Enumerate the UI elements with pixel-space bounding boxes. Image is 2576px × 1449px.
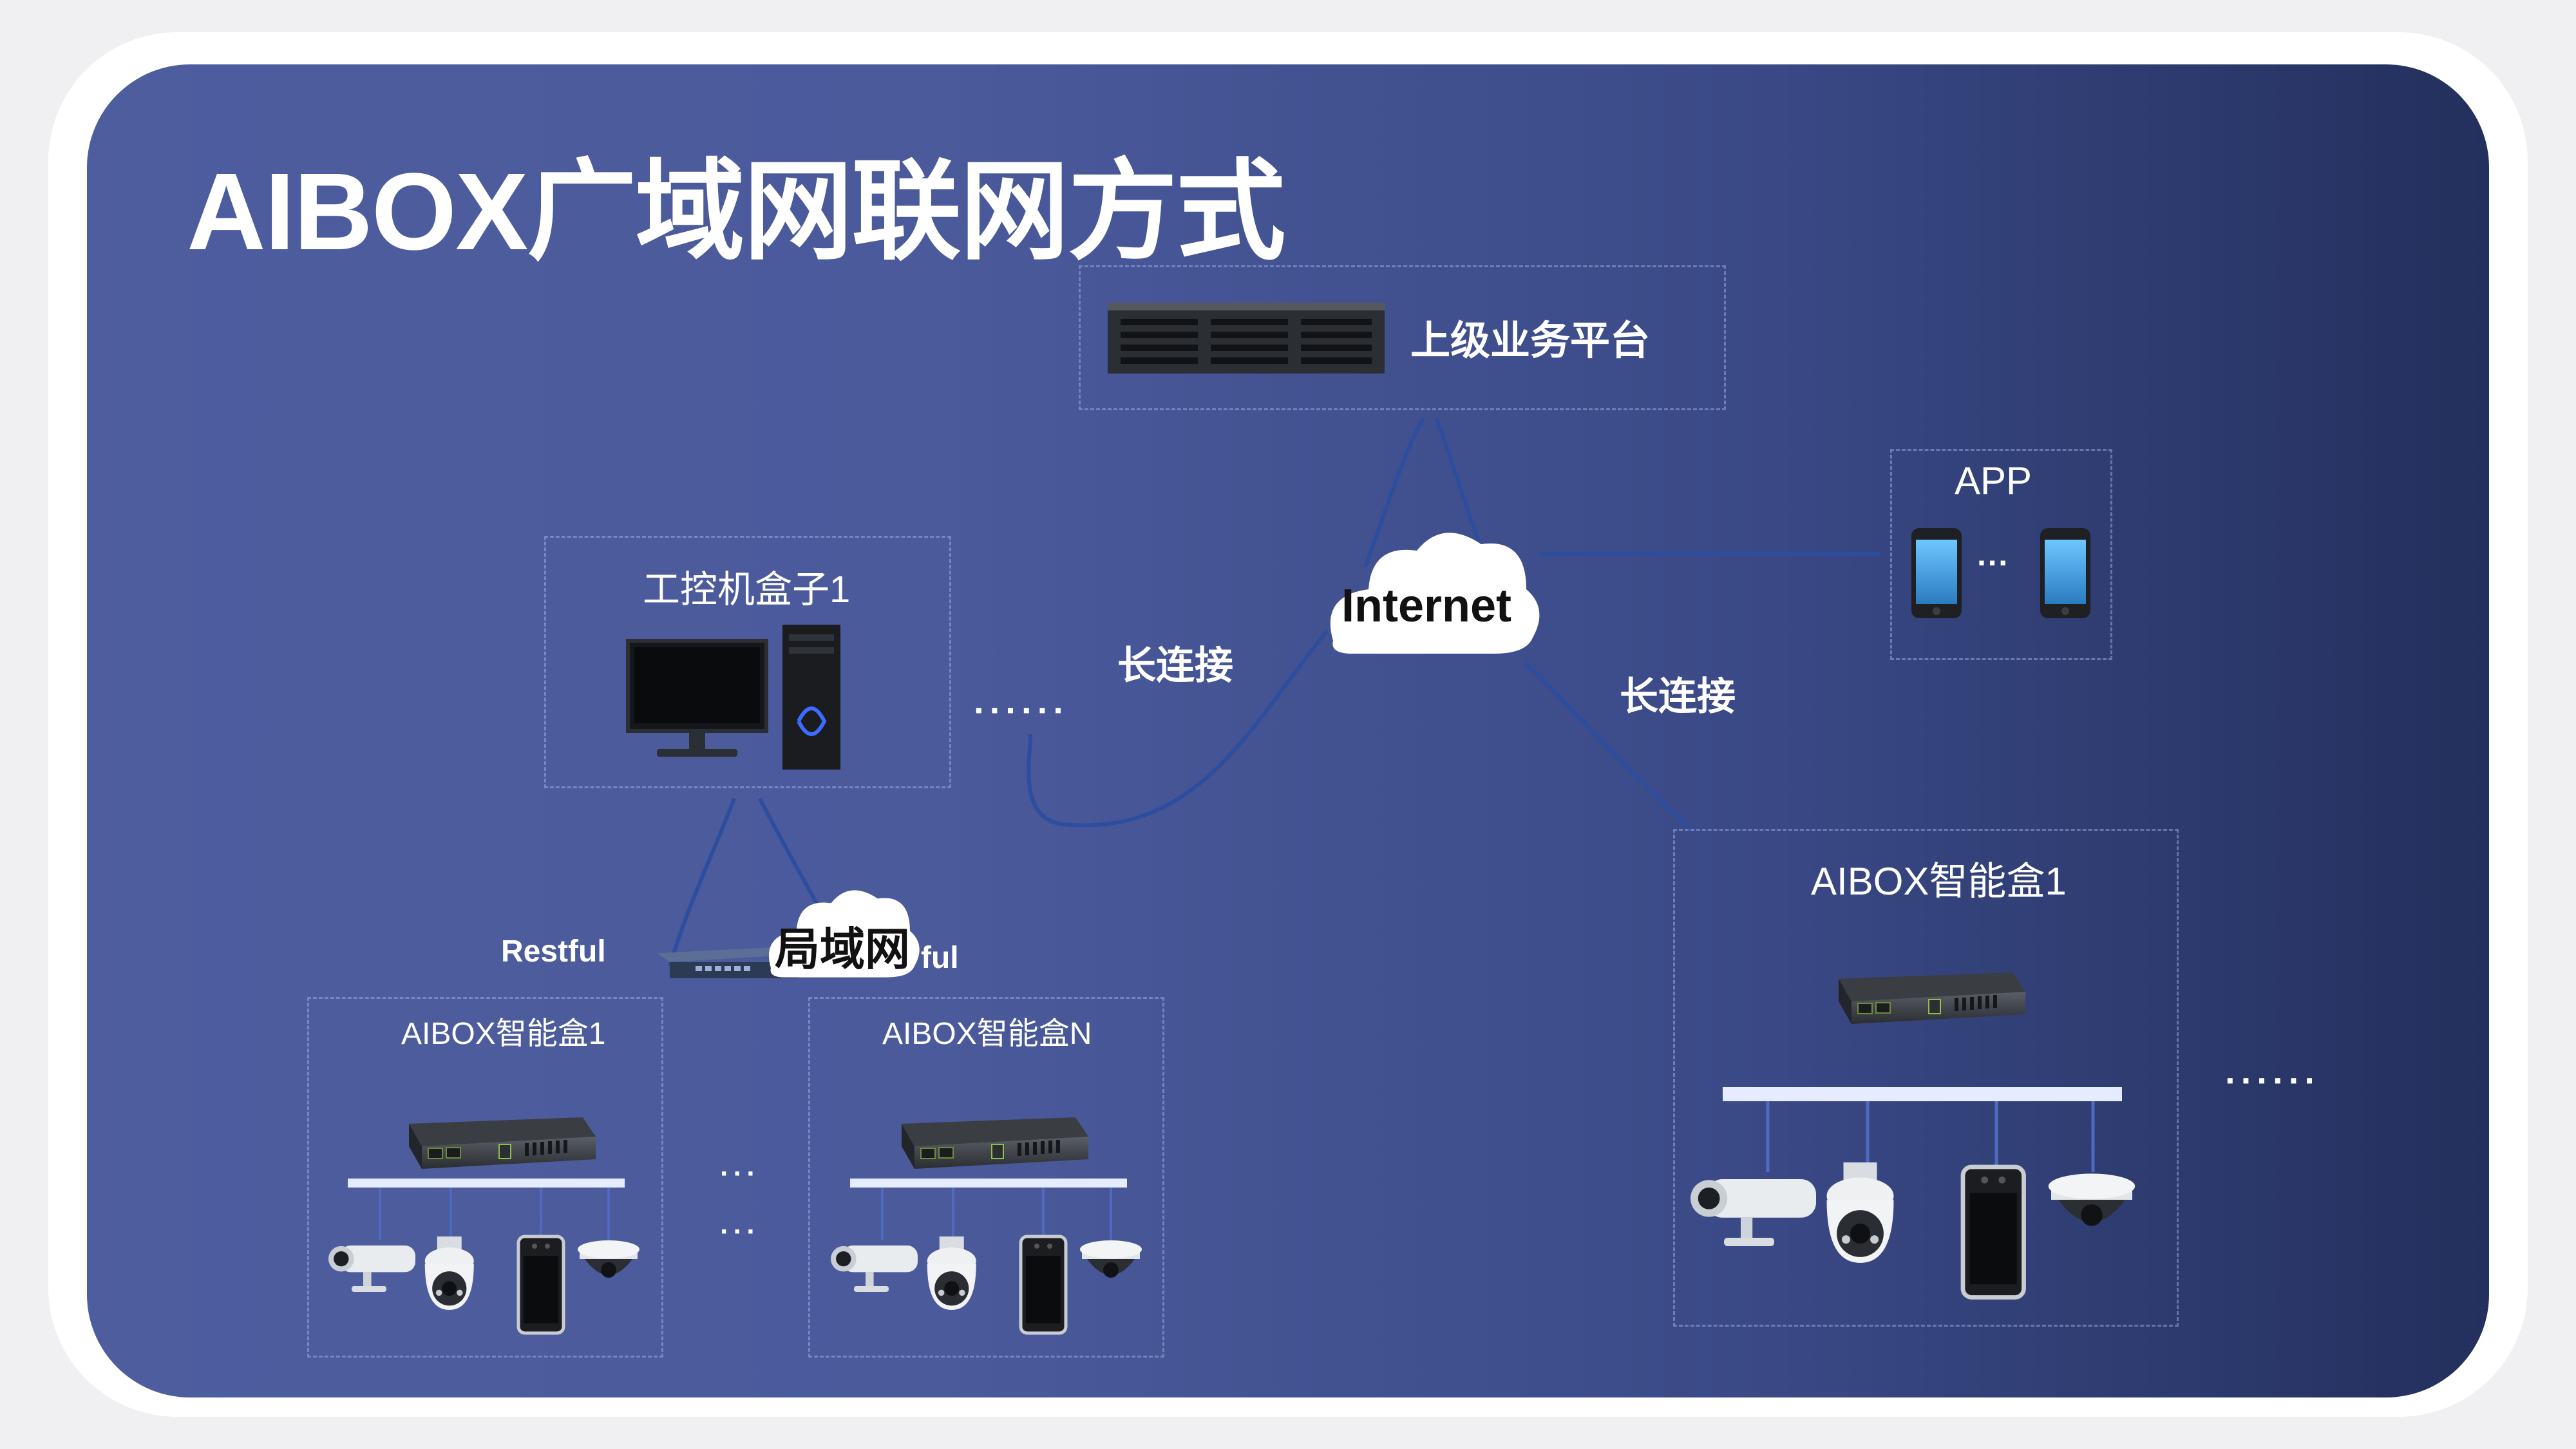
aibox-left-label: AIBOX智能盒1 <box>401 1017 606 1051</box>
aibox-mid-label: AIBOX智能盒N <box>882 1017 1092 1051</box>
restful-right-label: ful <box>921 941 959 975</box>
bus-bar <box>1723 1087 2122 1101</box>
server-icon <box>1108 303 1385 374</box>
link-internet-ipc <box>1027 630 1329 828</box>
internet-label: Internet <box>1341 580 1512 632</box>
link-internet-aibox <box>1524 661 1695 833</box>
link-ipc-lan-left <box>668 797 736 967</box>
bus-drops <box>881 1188 1112 1240</box>
lan-label: 局域网 <box>775 924 910 974</box>
aibox-left-box <box>307 997 663 1358</box>
pc-tower-icon <box>782 625 840 770</box>
platform-label: 上级业务平台 <box>1410 319 1651 363</box>
aibox-right-label: AIBOX智能盒1 <box>1811 860 2067 903</box>
page-title: AIBOX广域网联网方式 <box>187 151 1285 273</box>
bus-drops <box>1766 1101 2095 1172</box>
aibox-right-box <box>1673 829 2179 1327</box>
bus-bar <box>348 1179 625 1188</box>
phone-icon <box>2040 528 2090 618</box>
ipc-box <box>544 536 951 788</box>
ipc-dots: ······ <box>974 690 1069 730</box>
long-connection-right-label: 长连接 <box>1620 675 1736 718</box>
phone-icon <box>1911 528 1962 618</box>
lan-dots-upper: ··· <box>720 1158 760 1189</box>
ipc-label: 工控机盒子1 <box>643 569 851 611</box>
app-ellipsis: ··· <box>1977 545 2009 581</box>
long-connection-left-label: 长连接 <box>1117 644 1233 687</box>
restful-left-label: Restful <box>501 934 606 969</box>
right-dots: ······ <box>2225 1060 2320 1101</box>
platform-box <box>1079 265 1726 410</box>
monitor-icon <box>626 639 768 757</box>
app-box <box>1890 449 2112 660</box>
bus-drops <box>379 1188 610 1240</box>
bus-bar <box>850 1179 1127 1188</box>
lan-dots-lower: ··· <box>720 1216 760 1247</box>
app-label: APP <box>1955 459 2032 502</box>
aibox-mid-box <box>808 997 1164 1358</box>
link-platform-internet-a <box>1363 417 1425 568</box>
